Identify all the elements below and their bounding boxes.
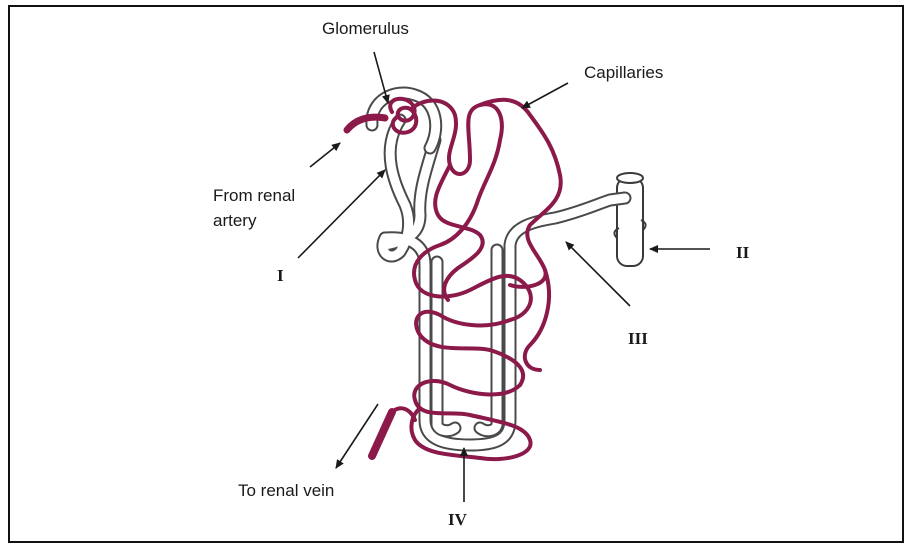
collecting-duct [614, 173, 645, 266]
capillaries-arrow [522, 83, 568, 108]
part-ii-label: II [736, 243, 750, 262]
part-i-label: I [277, 266, 284, 285]
blood-vessels [347, 99, 561, 459]
renal-artery-label-line1: From renal [213, 186, 295, 205]
part-iv-label: IV [448, 510, 468, 529]
renal-artery-arrow [310, 143, 340, 167]
renal-vein-label: To renal vein [238, 481, 334, 500]
renal-artery-label-line2: artery [213, 211, 257, 230]
part-i-arrow [298, 170, 385, 258]
part-iii-label: III [628, 329, 648, 348]
capillaries-label: Capillaries [584, 63, 663, 82]
glomerulus-label: Glomerulus [322, 19, 409, 38]
